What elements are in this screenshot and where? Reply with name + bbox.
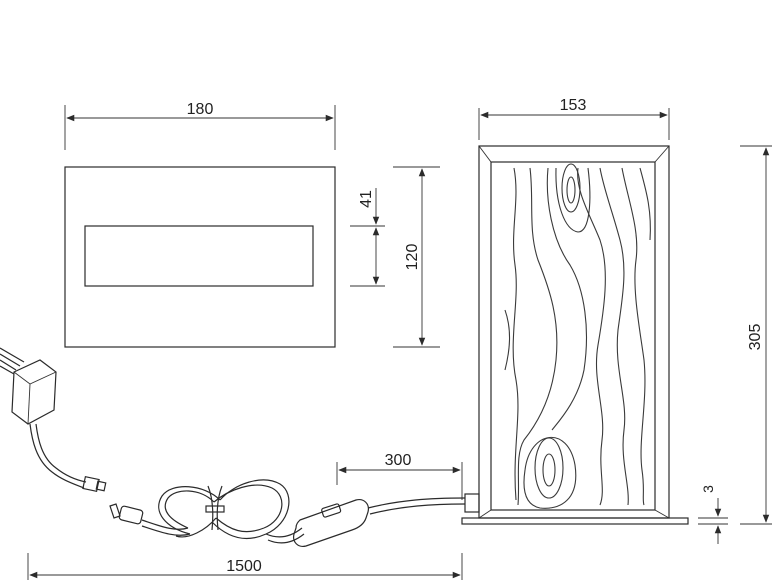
- dim-slot-depth: 41: [350, 188, 385, 287]
- dc-plug-male: [82, 475, 107, 493]
- inline-switch: [293, 499, 369, 547]
- top-view-outline: [64, 166, 336, 348]
- dim-top-width: 180: [64, 101, 336, 150]
- dim-label-3: 3: [700, 485, 716, 493]
- dc-socket-female: [109, 503, 144, 525]
- frame-outer: [478, 145, 670, 519]
- coiled-cable: [158, 479, 290, 539]
- dim-base-thickness: 3: [698, 485, 728, 544]
- wood-grain-pattern: [504, 163, 651, 509]
- dim-cable-length: 1500: [27, 553, 463, 580]
- adapter-prongs: [0, 347, 25, 375]
- power-cable-assembly: [0, 347, 466, 547]
- dim-label-1500: 1500: [226, 558, 262, 575]
- dim-switch-distance: 300: [336, 452, 463, 500]
- dim-front-height: 305: [740, 145, 772, 525]
- top-view-slot: [84, 225, 314, 287]
- front-view: [461, 145, 689, 525]
- dim-label-300: 300: [385, 452, 412, 469]
- dim-label-120: 120: [404, 244, 421, 271]
- top-view: [64, 166, 336, 348]
- dim-label-180: 180: [187, 101, 214, 118]
- cable-entry: [464, 493, 480, 513]
- dim-label-41: 41: [358, 190, 375, 208]
- dim-label-153: 153: [560, 97, 587, 114]
- frame-inner: [490, 161, 656, 511]
- power-adapter: [11, 359, 57, 425]
- dim-label-305: 305: [747, 324, 764, 351]
- base-plate: [461, 517, 689, 525]
- dim-front-width: 153: [478, 97, 670, 140]
- dim-top-depth: 120: [393, 166, 440, 348]
